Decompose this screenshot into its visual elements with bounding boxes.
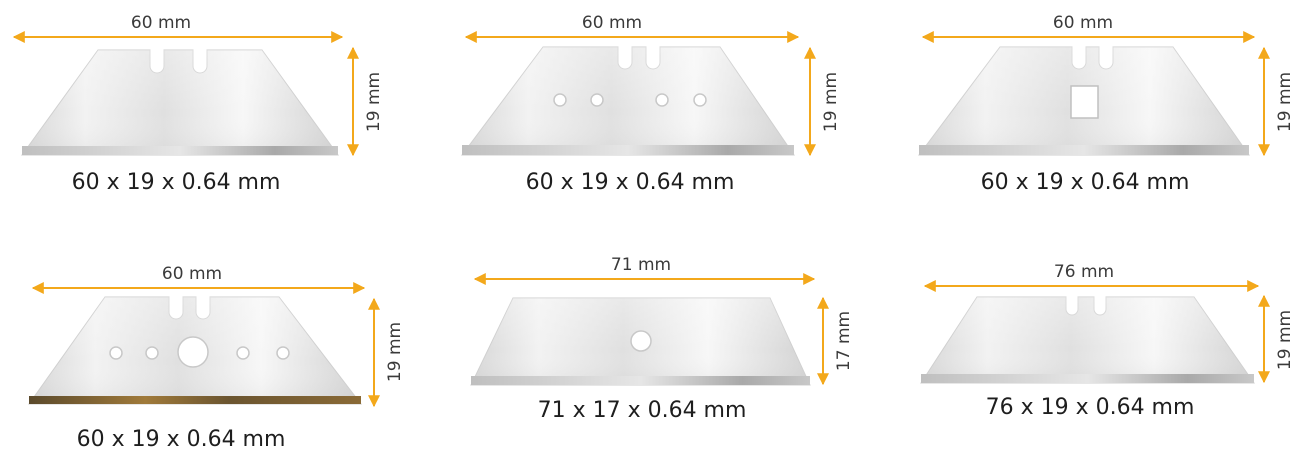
blade-hole xyxy=(109,346,123,360)
width-label: 60 mm xyxy=(1053,13,1113,33)
width-label: 60 mm xyxy=(162,264,222,284)
cutting-edge xyxy=(22,146,338,155)
width-label: 76 mm xyxy=(1054,262,1114,282)
blade-3: 60 mm 19 mm xyxy=(918,13,1295,157)
tin-coated-edge xyxy=(29,396,361,404)
cutting-edge xyxy=(919,145,1249,155)
blade-4-caption: 60 x 19 x 0.64 mm xyxy=(76,427,286,452)
blade-5: 71 mm 17 mm xyxy=(470,255,854,386)
blade-hole-large xyxy=(177,336,209,368)
cutting-edge xyxy=(921,374,1254,383)
blade-2: 60 mm 19 mm xyxy=(461,13,841,157)
blade-5-caption: 71 x 17 x 0.64 mm xyxy=(537,398,747,423)
width-label: 60 mm xyxy=(582,13,642,33)
height-label: 17 mm xyxy=(834,311,854,371)
blade-1: 60 mm 19 mm xyxy=(12,13,384,157)
blade-hole xyxy=(236,346,250,360)
cutting-edge xyxy=(462,145,794,155)
blade-hole xyxy=(276,346,290,360)
height-label: 19 mm xyxy=(1275,72,1295,132)
blade-6-caption: 76 x 19 x 0.64 mm xyxy=(985,395,1195,420)
width-label: 60 mm xyxy=(131,13,191,33)
blade-hole xyxy=(655,93,669,107)
height-label: 19 mm xyxy=(364,72,384,132)
blade-6: 76 mm 19 mm xyxy=(920,262,1295,384)
blade-hole xyxy=(590,93,604,107)
blade-2-caption: 60 x 19 x 0.64 mm xyxy=(525,170,735,195)
height-label: 19 mm xyxy=(1275,310,1295,370)
blade-hole xyxy=(553,93,567,107)
blade-hole xyxy=(693,93,707,107)
blade-slot xyxy=(1070,85,1099,119)
cutting-edge xyxy=(471,376,810,385)
blade-hole xyxy=(630,330,652,352)
height-label: 19 mm xyxy=(821,72,841,132)
blade-hole xyxy=(145,346,159,360)
blade-4: 60 mm 19 mm xyxy=(28,264,405,408)
width-label: 71 mm xyxy=(611,255,671,275)
blade-1-caption: 60 x 19 x 0.64 mm xyxy=(71,170,281,195)
blade-3-caption: 60 x 19 x 0.64 mm xyxy=(980,170,1190,195)
height-label: 19 mm xyxy=(385,322,405,382)
